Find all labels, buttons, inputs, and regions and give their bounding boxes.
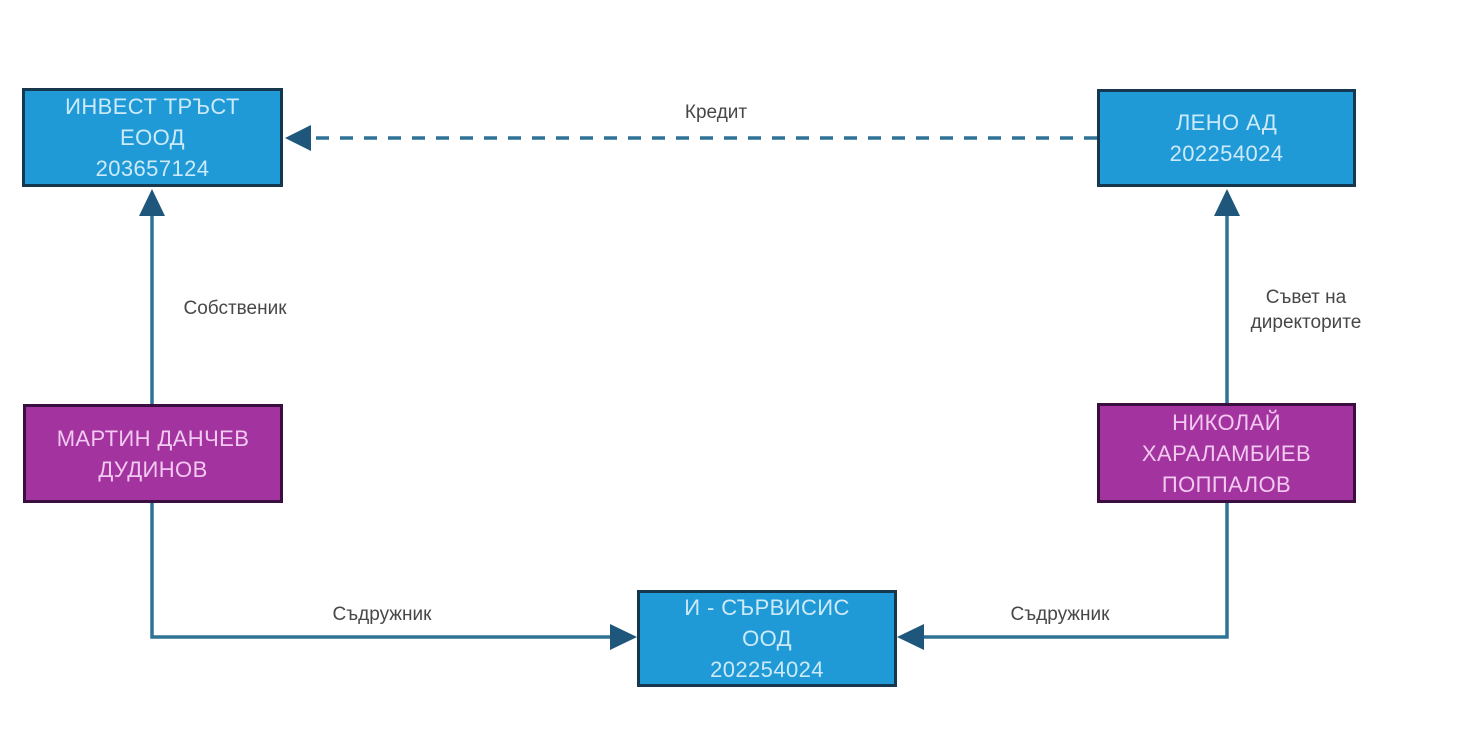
node-name-line: ООД bbox=[742, 626, 792, 651]
node-name-line: И - СЪРВИСИС bbox=[684, 595, 850, 620]
node-name-line: ЛЕНО АД bbox=[1175, 110, 1278, 135]
edge-sadruzhnik-right-arrowhead bbox=[897, 624, 924, 650]
node-name-line: ЕООД bbox=[120, 125, 185, 150]
edge-label-sadruzhnik-left: Съдружник bbox=[332, 604, 432, 625]
edge-sadruzhnik-left-arrowhead bbox=[610, 624, 637, 650]
edge-label-sadruzhnik-right: Съдружник bbox=[1010, 604, 1110, 625]
node-name-line: ИНВЕСТ ТРЪСТ bbox=[65, 94, 240, 119]
node-company-id: 202254024 bbox=[1169, 141, 1284, 166]
node-martin-danchev-dudinov[interactable]: МАРТИН ДАНЧЕВ ДУДИНОВ bbox=[23, 404, 283, 503]
node-name-line: ДУДИНОВ bbox=[98, 456, 208, 482]
node-name-line: ХАРАЛАМБИЕВ bbox=[1141, 440, 1312, 466]
node-name-line: ПОППАЛОВ bbox=[1161, 471, 1292, 497]
node-name-line: МАРТИН ДАНЧЕВ bbox=[56, 425, 250, 451]
node-invest-trust-eood[interactable]: ИНВЕСТ ТРЪСТ ЕООД 203657124 bbox=[22, 88, 283, 187]
edge-savet-arrowhead bbox=[1214, 189, 1240, 216]
node-leno-ad[interactable]: ЛЕНО АД 202254024 bbox=[1097, 89, 1356, 187]
edge-kredit-arrowhead bbox=[285, 125, 311, 151]
node-nikolay-haralambiev-poppalov[interactable]: НИКОЛАЙ ХАРАЛАМБИЕВ ПОППАЛОВ bbox=[1097, 403, 1356, 503]
edge-sadruzhnik-right-line bbox=[922, 503, 1229, 639]
node-name-line: НИКОЛАЙ bbox=[1172, 409, 1281, 435]
edge-label-savet-na-direktorite: Съвет на директорите bbox=[1250, 287, 1362, 333]
node-company-id: 202254024 bbox=[710, 657, 824, 682]
node-company-id: 203657124 bbox=[95, 156, 210, 181]
edge-label-kredit: Кредит bbox=[684, 102, 748, 123]
edge-sadruzhnik-left-line bbox=[150, 503, 612, 639]
edge-label-sobstvenik: Собственик bbox=[183, 298, 287, 319]
node-i-services-ood[interactable]: И - СЪРВИСИС ООД 202254024 bbox=[637, 590, 897, 687]
edge-sobstvenik-arrowhead bbox=[139, 189, 165, 216]
